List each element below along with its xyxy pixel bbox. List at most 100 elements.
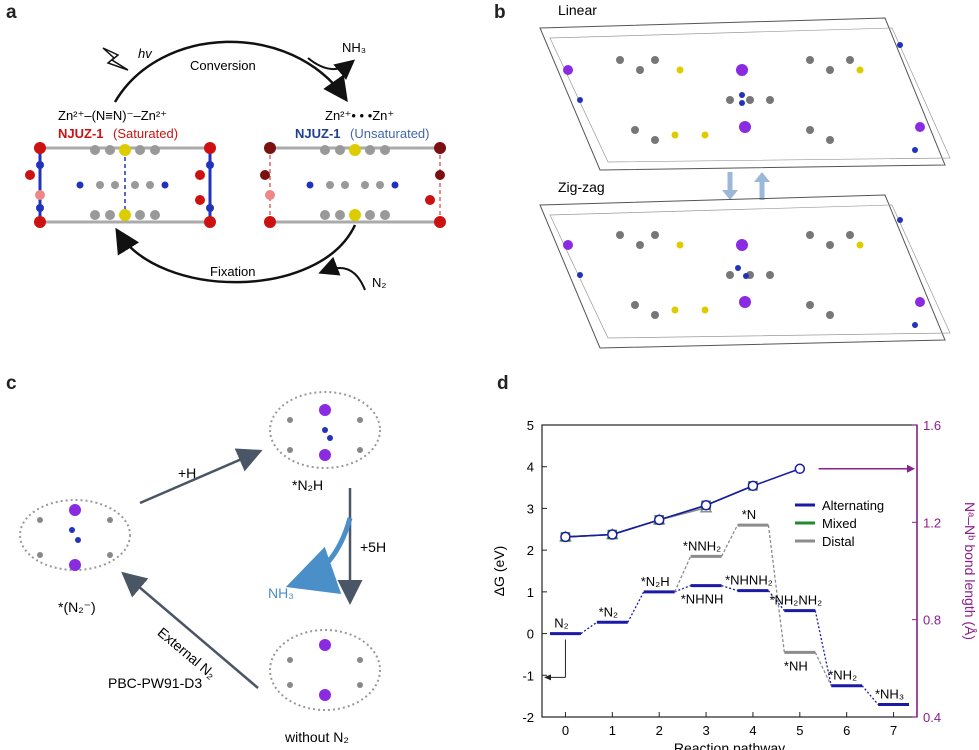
y-tick-label: 3 [527, 501, 534, 516]
n2h-label: *N₂H [292, 477, 323, 493]
bond-length-point [700, 500, 712, 511]
x-tick-label: 2 [656, 723, 663, 738]
right-axis-arrowhead [907, 464, 915, 473]
distal-level-label: *N [742, 507, 756, 522]
saturated-formula: Zn²⁺–(N≡N)⁻–Zn²⁺ [58, 108, 167, 123]
unsaturated-cage-model [260, 142, 446, 228]
bond-length-point [794, 463, 806, 475]
unsaturated-formula: Zn²⁺• • •Zn⁺ [325, 108, 394, 123]
n2-minus-label: *(N₂⁻) [58, 599, 96, 615]
alternating-connector [627, 591, 645, 623]
alternating-level-label: *N₂H [641, 574, 670, 589]
external-n2-label: External N₂ [155, 624, 220, 682]
left-axis-arrowhead [544, 674, 551, 681]
alternating-level-label: *NHNH₂ [725, 573, 773, 588]
alternating-connector [721, 584, 738, 592]
conversion-arrow [113, 40, 348, 103]
distal-level-label: *NNH₂ [683, 538, 721, 553]
distal-level-label: *NH [784, 658, 808, 673]
x-tick-label: 5 [796, 723, 803, 738]
alternating-connector [814, 610, 832, 686]
saturated-cage-model [25, 142, 216, 228]
distal-connector [767, 525, 785, 653]
conversion-label: Conversion [190, 58, 256, 73]
alternating-level-label: *NHNH [681, 592, 724, 607]
nh3-release-arrow [285, 517, 353, 595]
external-n2-arrow [121, 571, 259, 689]
legend-label-alternating: Alternating [822, 498, 884, 513]
saturated-name: NJUZ-1 [58, 126, 104, 141]
legend-label-distal: Distal [822, 534, 855, 549]
n2-reactant-label: N₂ [372, 275, 386, 290]
panel-a: hv Conversion Fixation NH₃ N₂ Zn²⁺–(N≡N)… [25, 40, 446, 291]
bond-length-point [607, 529, 618, 540]
hv-label: hv [138, 46, 153, 61]
panel-c: +H +5H NH₃ External N₂ *(N₂⁻) *N₂H witho… [19, 391, 386, 745]
y-axis-label: ΔG (eV) [491, 546, 507, 597]
alternating-level-label: *NH₂NH₂ [769, 593, 822, 608]
y-tick-label: 1 [527, 585, 534, 600]
y-tick-label: -2 [522, 710, 534, 725]
distal-connector [720, 524, 739, 557]
without-n2-label: without N₂ [284, 729, 349, 745]
alternating-level-label: *N₂ [599, 604, 619, 619]
x-tick-label: 6 [843, 723, 850, 738]
y-tick-label: 0 [527, 627, 534, 642]
distal-connector [814, 652, 832, 686]
bond-length-line-mixed [565, 485, 754, 538]
y-tick-label: 5 [527, 418, 534, 433]
bond-length-point [747, 480, 759, 492]
legend-label-mixed: Mixed [822, 516, 857, 531]
x-axis-label: Reaction pathway [674, 740, 785, 750]
linear-label: Linear [558, 2, 597, 18]
x-tick-label: 3 [702, 723, 709, 738]
saturated-state: (Saturated) [113, 126, 178, 141]
alternating-level-label: *NH₃ [875, 686, 904, 701]
alternating-level-label: *NH₂ [828, 668, 857, 683]
panel-a-letter: a [6, 2, 17, 23]
linear-unit-cell [539, 17, 951, 171]
y-tick-label: 2 [527, 543, 534, 558]
alternating-connector [861, 685, 879, 705]
panel-d-letter: d [497, 373, 509, 394]
x-tick-label: 1 [609, 723, 616, 738]
zigzag-unit-cell [539, 194, 951, 349]
method-label: PBC-PW91-D3 [108, 675, 202, 691]
y2-tick-label: 0.8 [923, 613, 941, 628]
y-tick-label: -1 [522, 668, 534, 683]
n2-minus-molecule [19, 499, 131, 571]
panel-b: Linear Zig-zag [539, 2, 951, 349]
plus-5h-label: +5H [360, 539, 386, 555]
y2-axis-label: Nᵃ–Nᵇ bond length (Å) [962, 502, 978, 640]
nh3-label: NH₃ [268, 585, 294, 601]
panel-c-letter: c [6, 373, 17, 394]
without-n2-molecule [269, 629, 381, 711]
y2-tick-label: 1.2 [923, 515, 941, 530]
unsaturated-name: NJUZ-1 [295, 126, 341, 141]
y2-tick-label: 0.4 [923, 710, 941, 725]
nh3-product-label: NH₃ [342, 40, 366, 55]
y-tick-label: 4 [527, 460, 534, 475]
bond-length-line-alternating [565, 468, 801, 538]
panel-b-letter: b [494, 2, 506, 23]
x-tick-label: 0 [562, 723, 569, 738]
alternating-connector [674, 584, 691, 593]
alternating-level-label: N₂ [554, 616, 568, 631]
plus-h-arrow [139, 448, 263, 505]
plus-h-label: +H [178, 465, 196, 481]
alternating-connector [580, 621, 598, 635]
fixation-label: Fixation [210, 264, 256, 279]
x-tick-label: 7 [890, 723, 897, 738]
unsaturated-state: (Unsaturated) [350, 126, 429, 141]
n2h-molecule [269, 391, 381, 469]
x-tick-label: 4 [749, 723, 756, 738]
bond-length-point [653, 514, 665, 526]
distal-connector [674, 556, 692, 593]
y2-tick-label: 1.6 [923, 418, 941, 433]
alternating-connector [767, 590, 785, 612]
fixation-arrow [115, 224, 357, 284]
bond-length-point [560, 531, 571, 543]
lightning-icon [102, 47, 129, 71]
zigzag-label: Zig-zag [558, 179, 605, 195]
